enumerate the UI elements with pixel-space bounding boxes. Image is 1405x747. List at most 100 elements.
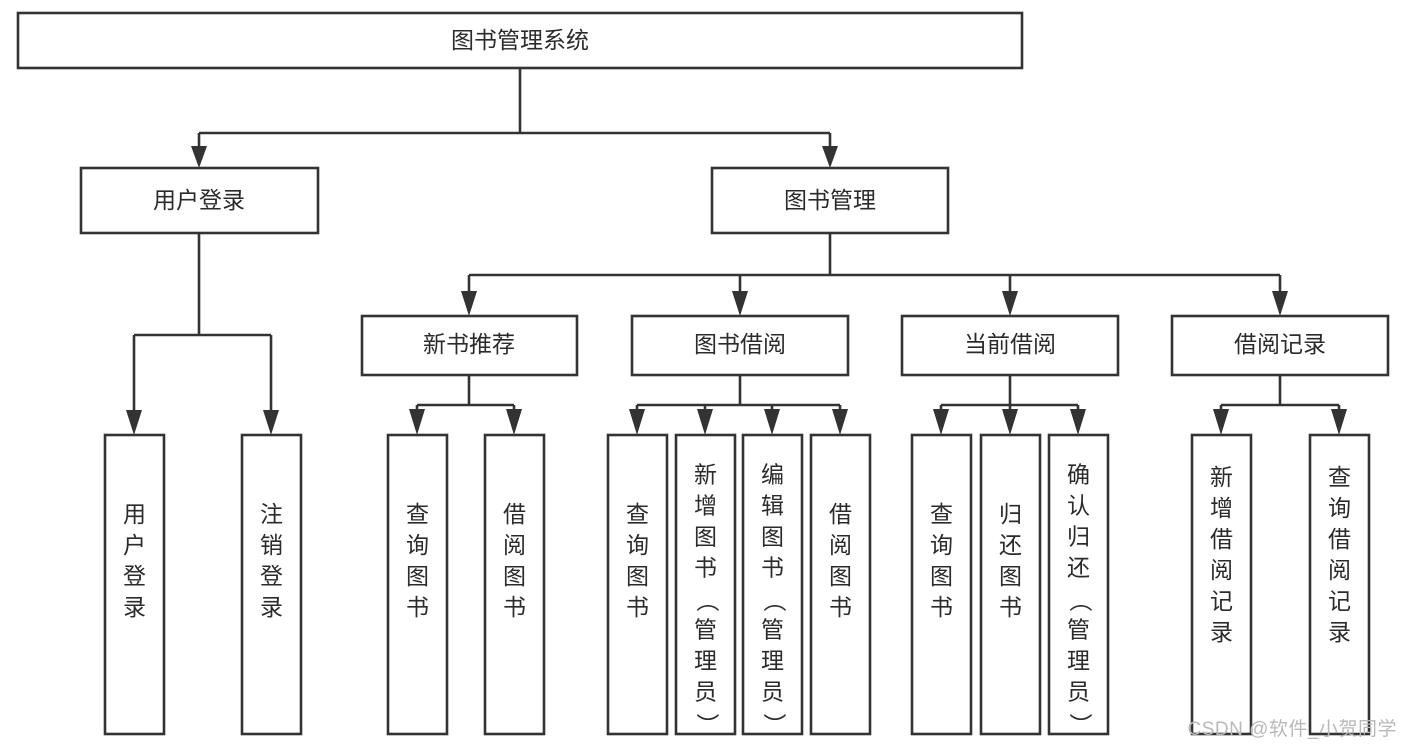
leaf-borrow-edit-book-box[interactable] [741, 433, 804, 736]
leaf-borrow-add-book-box[interactable] [674, 433, 737, 736]
leaf-label-char: 录 [260, 594, 283, 620]
leaf-label-char: 理 [694, 648, 717, 674]
arrow-borrow-leaf-3 [764, 409, 780, 435]
leaf-borrow-query[interactable] [606, 433, 669, 736]
leaf-label-char: 用 [123, 501, 146, 527]
leaf-records-add[interactable] [1190, 433, 1253, 736]
leaf-records-query[interactable] [1308, 433, 1371, 736]
leaf-label-char: 图 [406, 563, 429, 589]
leaf-user-login-signout[interactable] [240, 433, 303, 736]
leaf-new-books-query-box[interactable] [386, 433, 449, 736]
leaf-label-char: 员 [1067, 679, 1090, 705]
leaf-current-return-box[interactable] [979, 433, 1042, 736]
arrow-current-leaf-3 [1070, 409, 1086, 435]
node-borrow-records[interactable]: 借阅记录 [1170, 314, 1390, 377]
node-user-login-box[interactable] [79, 166, 320, 235]
leaf-current-query-box[interactable] [910, 433, 973, 736]
arrow-borrow-leaf-4 [832, 409, 848, 435]
node-new-book-recommend-label: 新书推荐 [423, 331, 515, 357]
leaf-new-books-borrow-box[interactable] [483, 433, 546, 736]
leaf-new-books-query[interactable] [386, 433, 449, 736]
node-borrow-records-label: 借阅记录 [1234, 331, 1326, 357]
leaf-label-char: 借 [503, 501, 526, 527]
leaf-current-query[interactable] [910, 433, 973, 736]
arrow-book-mgmt-to-records [1272, 291, 1288, 316]
node-book-management-box[interactable] [710, 166, 950, 235]
leaf-label-char: 书 [999, 594, 1022, 620]
node-book-management[interactable]: 图书管理 [710, 166, 950, 235]
leaf-label-char: 员 [761, 679, 784, 705]
leaf-label-char: 书 [761, 555, 784, 581]
leaf-current-confirm-return[interactable] [1047, 433, 1110, 736]
leaf-borrow-add-book[interactable] [674, 433, 737, 736]
leaf-borrow-edit-book[interactable] [741, 433, 804, 736]
leaf-new-books-borrow[interactable] [483, 433, 546, 736]
node-current-borrow-box[interactable] [900, 314, 1120, 377]
leaf-label-char: 销 [260, 532, 283, 558]
leaf-label-char: 图 [761, 524, 784, 550]
arrow-borrow-leaf-1 [629, 409, 645, 435]
leaf-borrow-borrow-book-box[interactable] [809, 433, 872, 736]
leaf-user-login-signout-box[interactable] [240, 433, 303, 736]
leaf-label-char: 录 [1210, 619, 1233, 645]
node-book-borrow[interactable]: 图书借阅 [630, 314, 850, 377]
arrow-current-leaf-1 [933, 409, 949, 435]
leaf-label-char: 图 [829, 563, 852, 589]
node-new-book-recommend[interactable]: 新书推荐 [360, 314, 579, 377]
leaf-label-char: 书 [694, 555, 717, 581]
leaf-label-char: 户 [123, 532, 146, 558]
leaf-current-return[interactable] [979, 433, 1042, 736]
leaf-label-char: 借 [1328, 526, 1351, 552]
leaf-label-char: 还 [1067, 555, 1090, 581]
leaf-label-char: 登 [123, 563, 146, 589]
arrow-user-login-leaf-1 [126, 410, 142, 435]
leaf-label-char: 注 [260, 501, 283, 527]
arrow-book-mgmt-to-new-books [461, 291, 477, 316]
node-root-system-label: 图书管理系统 [451, 27, 589, 53]
leaf-label-char: （ [761, 589, 787, 612]
leaf-borrow-borrow-book[interactable] [809, 433, 872, 736]
leaf-label-char: 询 [626, 532, 649, 558]
leaf-label-char: 书 [930, 594, 953, 620]
leaf-label-char: 查 [626, 501, 649, 527]
leaf-records-query-box[interactable] [1308, 433, 1371, 736]
leaf-label-char: 录 [123, 594, 146, 620]
leaf-label-char: 图 [503, 563, 526, 589]
node-root-system[interactable]: 图书管理系统 [16, 11, 1024, 70]
node-borrow-records-box[interactable] [1170, 314, 1390, 377]
leaf-vertical-label: 用户登录 [123, 501, 146, 620]
leaf-label-char: 书 [829, 594, 852, 620]
node-root-system-box[interactable] [16, 11, 1024, 70]
vertical-leaf-labels-layer: 用户登录注销登录查询图书借阅图书查询图书新增图书（管理员）编辑图书（管理员）借阅… [123, 462, 1351, 736]
leaf-borrow-query-box[interactable] [606, 433, 669, 736]
leaf-label-char: 归 [1067, 524, 1090, 550]
node-book-borrow-box[interactable] [630, 314, 850, 377]
arrow-book-mgmt-to-current [1002, 291, 1018, 316]
leaf-label-char: 查 [1328, 464, 1351, 490]
leaf-user-login-signin-box[interactable] [103, 433, 166, 736]
node-book-borrow-label: 图书借阅 [694, 331, 786, 357]
leaf-label-char: 借 [1210, 526, 1233, 552]
node-current-borrow-label: 当前借阅 [964, 331, 1056, 357]
leaf-label-char: ） [761, 713, 787, 736]
leaf-label-char: 查 [930, 501, 953, 527]
leaf-label-char: 阅 [1328, 557, 1351, 583]
leaf-label-char: 阅 [1210, 557, 1233, 583]
leaf-user-login-signin[interactable] [103, 433, 166, 736]
arrow-user-login-leaf-2 [263, 410, 279, 435]
leaf-records-add-box[interactable] [1190, 433, 1253, 736]
leaf-label-char: 增 [694, 493, 717, 519]
node-current-borrow[interactable]: 当前借阅 [900, 314, 1120, 377]
leaf-current-confirm-return-box[interactable] [1047, 433, 1110, 736]
connectors-layer [126, 68, 1347, 435]
node-user-login-label: 用户登录 [153, 187, 245, 213]
node-user-login[interactable]: 用户登录 [79, 166, 320, 235]
node-new-book-recommend-box[interactable] [360, 314, 579, 377]
